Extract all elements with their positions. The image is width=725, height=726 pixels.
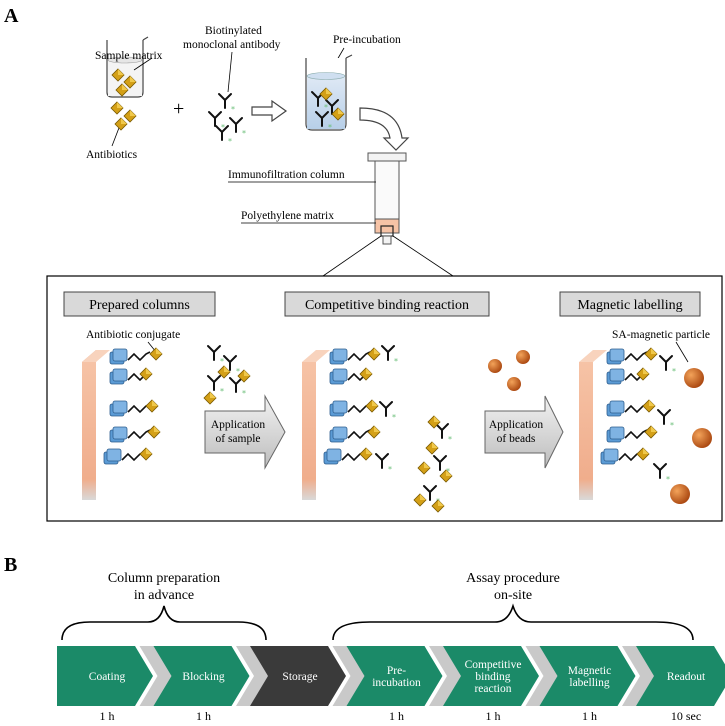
group2-title-1: Assay procedure: [466, 571, 560, 586]
step-connector: [139, 646, 174, 706]
column-wall-1: [82, 347, 163, 500]
arrow-application-of-sample: Application of sample: [204, 394, 286, 470]
header-prepared-columns-text: Prepared columns: [89, 298, 190, 313]
step-label: Storage: [282, 671, 317, 683]
step-label: reaction: [474, 683, 511, 695]
leader-sa-particle: [675, 341, 689, 363]
detail-box: [46, 275, 723, 522]
label-preincubation: Pre-incubation: [333, 34, 401, 46]
brace-preparation: [61, 605, 267, 641]
label-sample-matrix: Sample matrix: [95, 50, 163, 62]
step-label: incubation: [372, 677, 421, 689]
step-chevron: [346, 646, 443, 706]
label-antibiotics: Antibiotics: [86, 149, 138, 161]
step-label: Competitive: [465, 659, 522, 671]
step-chevron: [539, 646, 636, 706]
step-duration: 1 h: [196, 709, 211, 723]
arrow1-text-1: Application: [211, 419, 266, 431]
step-duration: 10 sec: [671, 709, 701, 723]
step-connector: [622, 646, 656, 706]
header-competitive-binding-text: Competitive binding reaction: [305, 298, 469, 313]
step-duration: 1 h: [389, 709, 404, 723]
sample-mixture: [203, 345, 251, 405]
step-label: Magnetic: [568, 665, 611, 677]
header-competitive-binding: Competitive binding reaction: [284, 291, 490, 317]
header-magnetic-labelling: Magnetic labelling: [559, 291, 701, 317]
step-duration: 1 h: [100, 709, 115, 723]
label-immunofiltration-column: Immunofiltration column: [228, 169, 345, 181]
step-label: Pre-: [387, 665, 406, 677]
step-label: Coating: [89, 671, 126, 683]
group1-title-1: Column preparation: [108, 571, 220, 586]
zoom-line-left: [322, 235, 382, 277]
step-chevron: [153, 646, 250, 706]
brace-assay: [332, 603, 694, 641]
column-wall-3: [579, 347, 712, 504]
step-duration: 1 h: [582, 709, 597, 723]
label-biotinylated-1: Biotinylated: [205, 25, 262, 37]
step-connector: [332, 646, 367, 706]
step-connector: [236, 646, 270, 706]
step-label: Readout: [667, 671, 706, 683]
step-chevron: [57, 646, 153, 706]
arrow1-text-2: of sample: [215, 433, 260, 445]
curved-arrow: [359, 107, 410, 151]
label-biotinylated-2: monoclonal antibody: [183, 39, 281, 51]
group1-title-2: in advance: [134, 588, 194, 603]
antibody-cluster: [208, 93, 247, 147]
antibiotic-gems: [110, 101, 137, 131]
zoom-line-right: [392, 235, 454, 277]
step-label: Blocking: [182, 671, 224, 683]
column-wall-2: [302, 345, 399, 500]
panel-a-label: A: [4, 5, 19, 27]
preincubation-beaker: [305, 54, 353, 133]
label-sa-magnetic-particle: SA-magnetic particle: [612, 329, 710, 341]
sample-beaker: [106, 36, 149, 98]
step-connector: [429, 646, 463, 706]
group2-title-2: on-site: [494, 588, 532, 603]
immunofiltration-column: [367, 152, 407, 245]
plus-sign: +: [173, 98, 184, 120]
header-prepared-columns: Prepared columns: [63, 291, 216, 317]
arrow2-text-1: Application: [489, 419, 544, 431]
header-magnetic-labelling-text: Magnetic labelling: [577, 298, 682, 313]
leader-sample-matrix: [133, 57, 153, 71]
step-chevron: [636, 646, 725, 706]
process-steps: Coating 1 h Blocking 1 h Storage Pre-incubati…: [57, 646, 725, 723]
step-label: labelling: [569, 677, 609, 689]
label-polyethylene-matrix: Polyethylene matrix: [241, 210, 334, 222]
step-chevron: [250, 646, 346, 706]
hollow-arrow-right: [251, 99, 288, 123]
step-label: binding: [475, 671, 510, 683]
leader-biotinylated: [227, 51, 233, 93]
label-antibiotic-conjugate: Antibiotic conjugate: [86, 329, 180, 341]
free-complexes: [413, 415, 453, 513]
step-duration: 1 h: [486, 709, 501, 723]
floating-beads: [488, 350, 530, 391]
panel-b-label: B: [4, 554, 17, 576]
arrow2-text-2: of beads: [497, 433, 536, 445]
step-chevron: [443, 646, 539, 706]
step-connector: [525, 646, 560, 706]
arrow-application-of-beads: Application of beads: [484, 395, 564, 469]
